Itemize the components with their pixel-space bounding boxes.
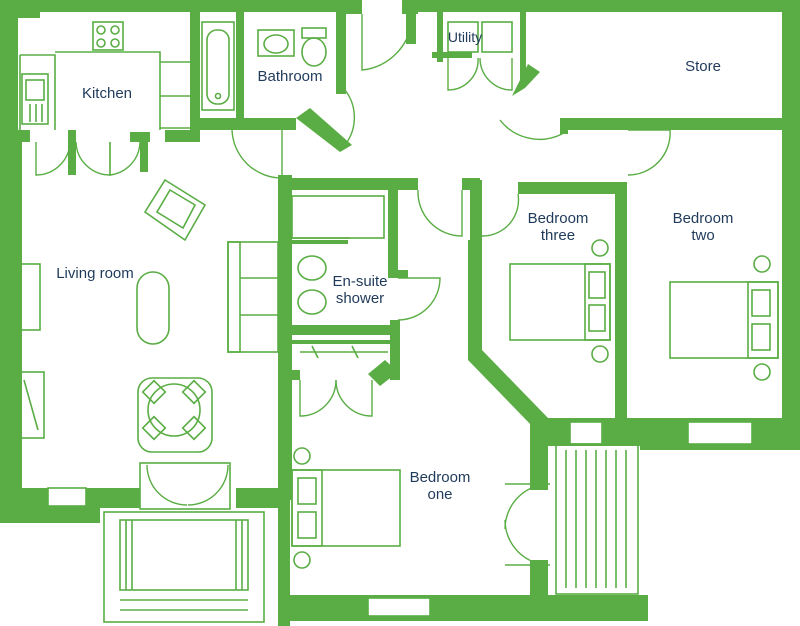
bed-one-icon xyxy=(291,447,401,569)
label-ensuite-2: shower xyxy=(336,290,384,307)
tv-unit-icon xyxy=(17,263,45,439)
label-bedroom-one-1: Bedroom xyxy=(410,469,471,486)
label-store: Store xyxy=(685,58,721,75)
label-bathroom: Bathroom xyxy=(257,68,322,85)
ensuite-sink-icon xyxy=(297,289,327,315)
label-kitchen: Kitchen xyxy=(82,85,132,102)
doors xyxy=(35,14,671,566)
label-bedroom-two-1: Bedroom xyxy=(673,210,734,227)
armchair-icon xyxy=(143,178,207,242)
label-utility: Utility xyxy=(448,29,482,45)
balcony-icon xyxy=(103,511,265,623)
label-bedroom-three-2: three xyxy=(541,227,575,244)
label-bedroom-three-1: Bedroom xyxy=(528,210,589,227)
washing-machine-icon xyxy=(447,21,513,53)
bed-two-icon xyxy=(669,255,779,381)
toilet-icon xyxy=(301,27,327,67)
windows xyxy=(47,421,753,617)
wardrobe-icon xyxy=(300,345,388,359)
dining-table-icon xyxy=(137,377,213,453)
hob-icon xyxy=(92,21,124,51)
label-bedroom-one-2: one xyxy=(427,486,452,503)
kitchen-units xyxy=(19,51,192,130)
shower-icon xyxy=(291,195,385,239)
sink-icon xyxy=(257,29,295,57)
sofa-icon xyxy=(227,241,279,353)
label-living-room: Living room xyxy=(56,265,134,282)
bathtub-icon xyxy=(201,21,235,111)
coffee-table-icon xyxy=(136,271,170,345)
ensuite-toilet-icon xyxy=(297,255,327,281)
balcony-right-icon xyxy=(555,443,639,595)
label-bedroom-two-2: two xyxy=(691,227,714,244)
bed-icon xyxy=(509,239,611,363)
label-ensuite-1: En-suite xyxy=(332,273,387,290)
